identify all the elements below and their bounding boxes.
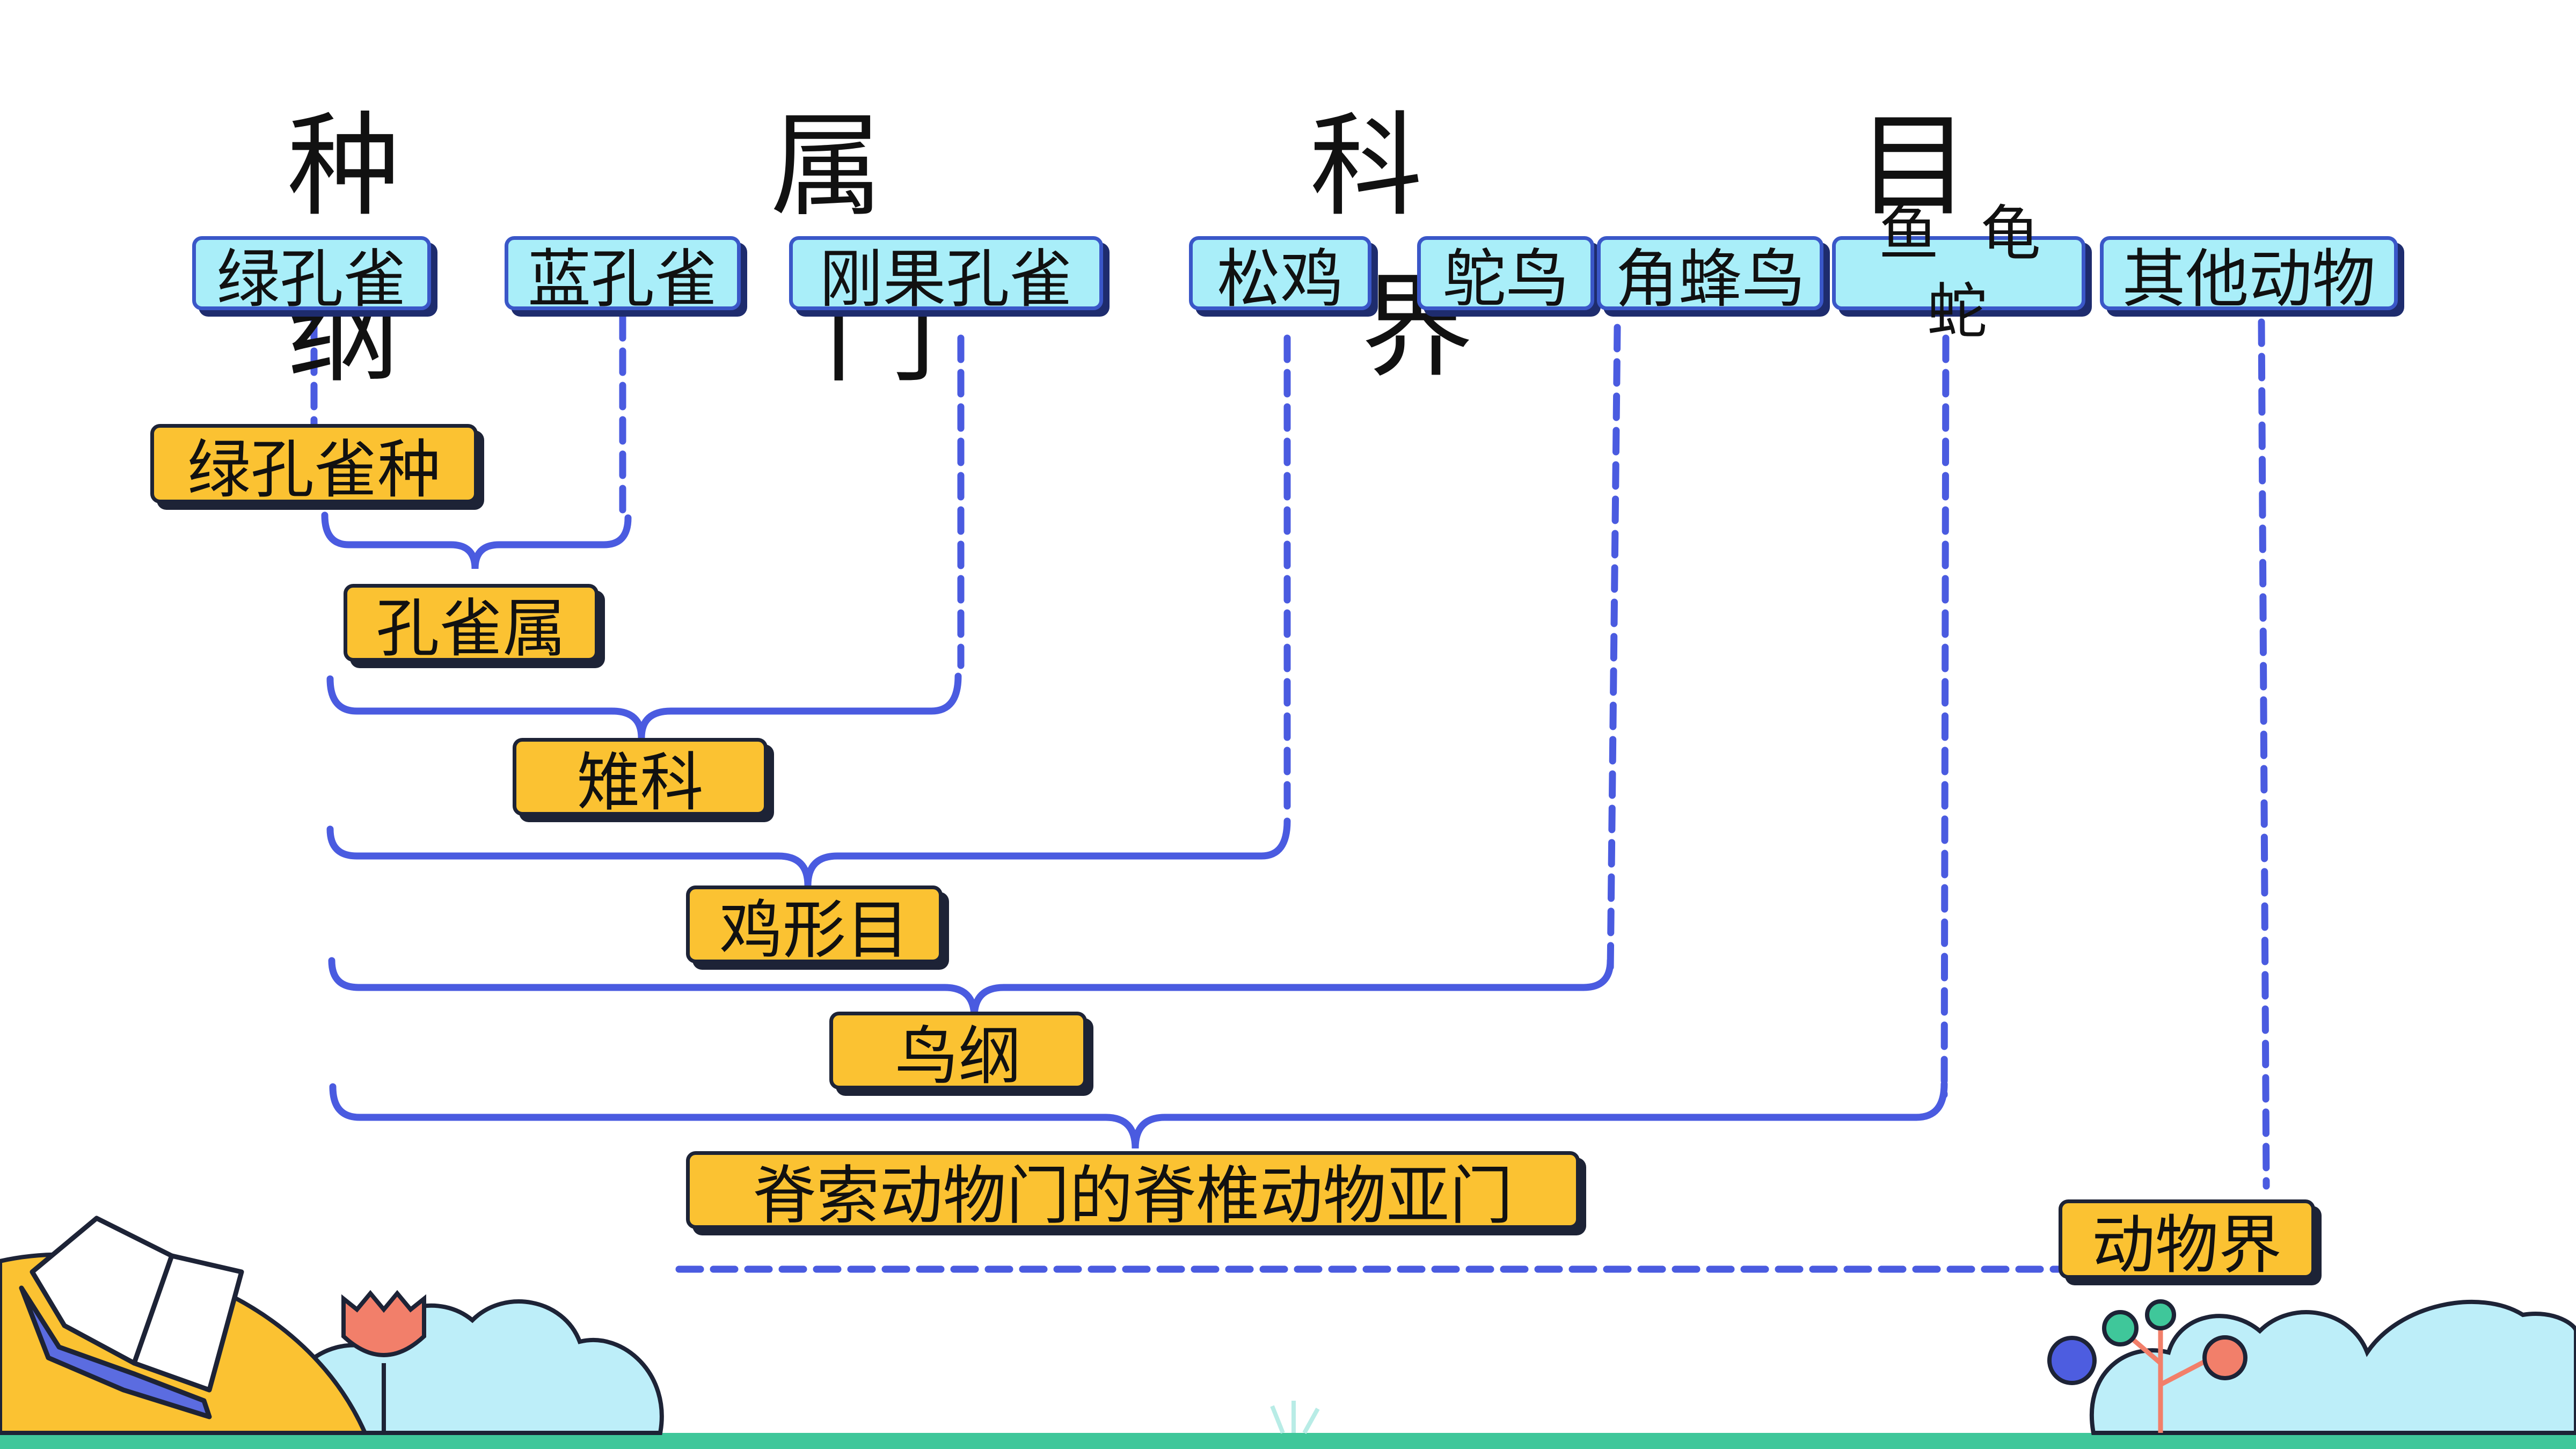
animal-fish-turtle-snake [1832,236,2085,310]
taxon-class: 鸟纲 [829,1012,1087,1093]
animal-turtle: 龟 [1981,199,2041,269]
animal-others: 其他动物 [2100,236,2398,316]
taxon-subphylum: 脊索动物门的脊椎动物亚门 [686,1151,1580,1233]
animal-fish: 鱼 [1879,199,1939,269]
brace-genus [321,511,632,569]
taxon-species: 绿孔雀种 [150,424,478,507]
animal-grouse: 松鸡 [1189,236,1371,316]
dash-fish-turtle-snake [1940,334,1950,1099]
dash-others [2258,318,2270,1190]
animal-snake: 蛇 [1927,277,1987,347]
rank-species: 种 [287,100,400,232]
rank-family: 科 [1310,100,1423,232]
rank-order: 目 [1857,100,1971,232]
brace-order [326,817,1291,886]
animal-green-peacock: 绿孔雀 [192,236,431,316]
brace-family [326,672,962,738]
taxon-genus: 孔雀属 [344,584,599,665]
brace-subphylum [329,1080,1948,1149]
animal-hornbill: 角蜂鸟 [1597,236,1823,316]
rank-genus: 属 [770,100,884,232]
animal-ostrich: 鸵鸟 [1417,236,1594,316]
taxon-kingdom: 动物界 [2059,1199,2315,1282]
animal-congo-peacock: 刚果孔雀 [789,236,1103,316]
animal-blue-peacock: 蓝孔雀 [505,236,741,316]
dash-hornbill [1607,324,1621,975]
taxon-order: 鸡形目 [686,885,943,967]
taxon-family: 雉科 [513,738,768,819]
